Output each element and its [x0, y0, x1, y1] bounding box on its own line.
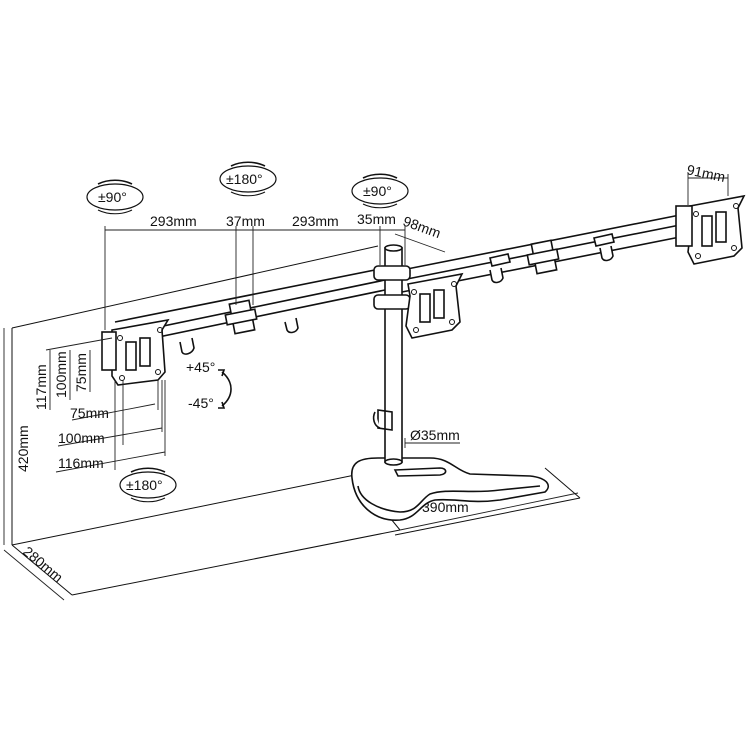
- arm-cable-clips: [179, 233, 615, 355]
- pole-offset-label: 35mm: [357, 211, 396, 227]
- tilt-down-label: -45°: [188, 395, 214, 411]
- arm-left-length-label: 293mm: [150, 213, 197, 229]
- depth-dimension-line: [3, 549, 65, 601]
- rotation-left-top-label: ±90°: [98, 189, 127, 205]
- top-dimension-lines: [104, 174, 729, 330]
- right-plate-label: 91mm: [685, 161, 726, 185]
- base-width-dimension-line: [399, 492, 579, 531]
- height-label: 420mm: [15, 425, 31, 472]
- pole-diameter-label: Ø35mm: [410, 427, 460, 443]
- rotation-badge-mid-top: [219, 161, 277, 197]
- center-hub: [373, 265, 411, 310]
- center-vesa-plate: [405, 272, 464, 339]
- rotation-badge-center-top: [351, 173, 409, 209]
- vesa-vertical-dimension-lines: [45, 337, 113, 410]
- rotation-center-top-label: ±90°: [363, 183, 392, 199]
- rotation-left-bottom-label: ±180°: [126, 477, 163, 493]
- vesa-75-horizontal-label: 75mm: [70, 405, 109, 421]
- vesa-75-vertical-label: 75mm: [73, 353, 89, 392]
- depth-label: 280mm: [20, 543, 66, 585]
- vesa-116-horizontal-label: 116mm: [58, 455, 104, 471]
- vesa-117-label: 117mm: [33, 364, 49, 410]
- arm-right-length-label: 293mm: [292, 213, 339, 229]
- pole-diameter-dimension-line: [404, 438, 460, 448]
- rotation-mid-top-label: ±180°: [226, 171, 263, 187]
- base-width-label: 390mm: [422, 499, 469, 515]
- left-arm-joint: [224, 299, 258, 335]
- left-vesa-plate: [101, 318, 170, 386]
- vesa-100-vertical-label: 100mm: [53, 351, 69, 398]
- right-vesa-plate: [675, 194, 746, 265]
- vesa-horizontal-dimension-lines: [55, 380, 166, 473]
- tilt-up-label: +45°: [186, 359, 215, 375]
- tilt-arc-icon: [218, 369, 232, 409]
- stand-base: [351, 457, 549, 521]
- rotation-badge-left-bottom: [119, 467, 177, 503]
- joint-length-label: 37mm: [226, 213, 265, 229]
- center-plate-label: 98mm: [401, 213, 443, 241]
- vesa-100-horizontal-label: 100mm: [58, 430, 105, 446]
- right-arm-joint: [526, 239, 560, 275]
- rotation-badge-left-top: [86, 179, 144, 215]
